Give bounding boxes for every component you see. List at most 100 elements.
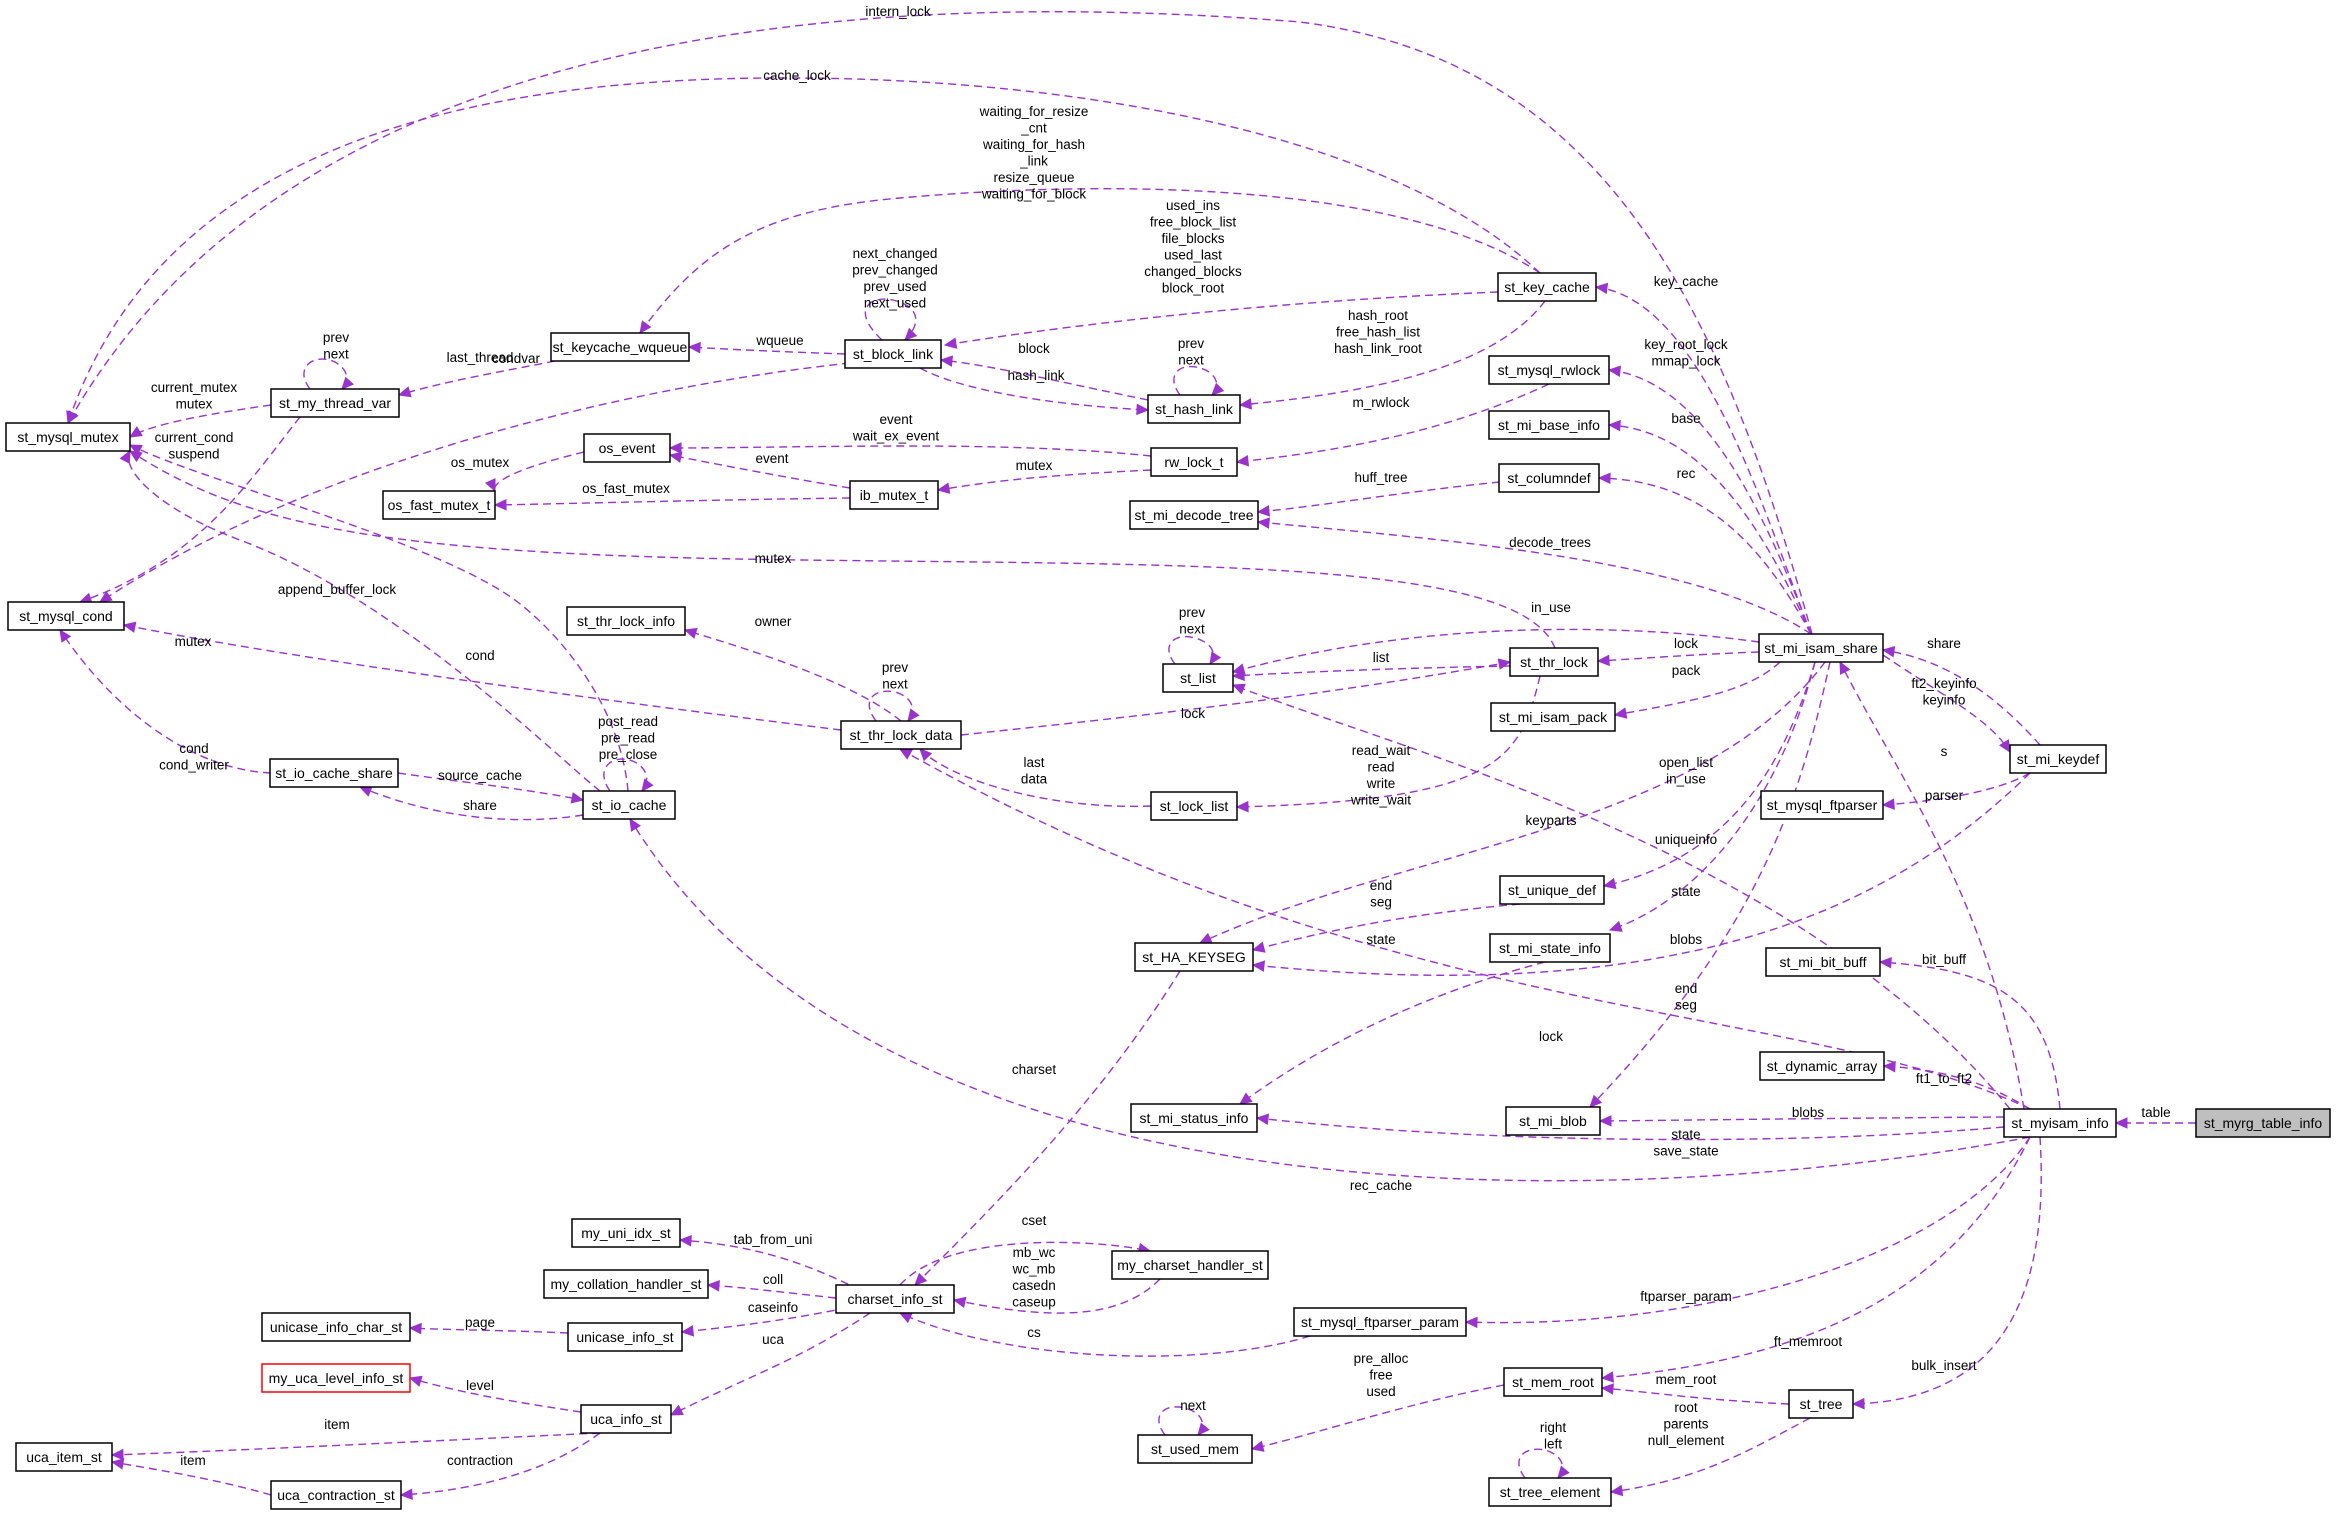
node-label: uca_contraction_st — [277, 1487, 395, 1503]
node-box — [1760, 790, 1884, 820]
node-st-block-link[interactable]: st_block_link — [844, 339, 942, 369]
node-rw-lock-t[interactable]: rw_lock_t — [1150, 447, 1238, 477]
edge-label-e_s: s — [1941, 744, 1948, 759]
node-charset-info-st[interactable]: charset_info_st — [835, 1284, 955, 1314]
edge-label-line: _cnt — [1020, 121, 1047, 136]
node-st-hash-link[interactable]: st_hash_link — [1147, 394, 1241, 424]
node-box — [566, 606, 686, 636]
edge-label-e_lock_share: lock — [1674, 636, 1698, 651]
edge-label-line: event — [879, 412, 912, 427]
node-unicase-info-st[interactable]: unicase_info_st — [567, 1322, 683, 1352]
node-st-thr-lock[interactable]: st_thr_lock — [1509, 647, 1599, 677]
node-uca-info-st[interactable]: uca_info_st — [580, 1404, 672, 1434]
node-st-used-mem[interactable]: st_used_mem — [1137, 1434, 1253, 1464]
node-st-mysql-cond[interactable]: st_mysql_cond — [7, 601, 125, 631]
node-my-uni-idx-st[interactable]: my_uni_idx_st — [571, 1218, 681, 1248]
edge-label-e_mutex_thr: mutex — [755, 551, 792, 566]
node-st-list[interactable]: st_list — [1162, 663, 1234, 693]
edge-line — [868, 690, 913, 722]
edge-line — [127, 450, 601, 792]
node-st-lock-list[interactable]: st_lock_list — [1150, 791, 1238, 821]
edge-label-line: table — [2141, 1105, 2170, 1120]
edge-arrowhead — [1878, 957, 1892, 969]
edge-line — [1597, 651, 1760, 662]
node-st-key-cache[interactable]: st_key_cache — [1497, 272, 1597, 302]
node-st-myrg-table-info[interactable]: st_myrg_table_info — [2195, 1108, 2331, 1138]
node-st-tree[interactable]: st_tree — [1788, 1389, 1854, 1419]
node-st-io-cache-share[interactable]: st_io_cache_share — [269, 758, 399, 788]
node-st-mi-keydef[interactable]: st_mi_keydef — [2009, 744, 2107, 774]
edge-label-line: free_block_list — [1150, 215, 1237, 230]
node-box — [2009, 744, 2107, 774]
node-st-myisam-info[interactable]: st_myisam_info — [2003, 1108, 2117, 1138]
edge-label-e_blobs_share: blobs — [1670, 932, 1703, 947]
node-st-mi-status-info[interactable]: st_mi_status_info — [1130, 1103, 1258, 1133]
edge-label-line: last_thread — [447, 350, 514, 365]
node-st-thr-lock-data[interactable]: st_thr_lock_data — [840, 720, 962, 750]
node-st-my-thread-var[interactable]: st_my_thread_var — [270, 388, 400, 418]
node-box — [1137, 1434, 1253, 1464]
edge-arrowhead — [629, 817, 641, 832]
node-st-thr-lock-info[interactable]: st_thr_lock_info — [566, 606, 686, 636]
node-unicase-info-char-st[interactable]: unicase_info_char_st — [261, 1312, 411, 1342]
node-st-dynamic-array[interactable]: st_dynamic_array — [1759, 1051, 1885, 1081]
node-label: st_mi_base_info — [1498, 417, 1600, 433]
edge-label-line: hash_link — [1007, 368, 1064, 383]
edge-label-line: lock — [1181, 706, 1205, 721]
node-label: st_mysql_rwlock — [1498, 362, 1602, 378]
edge-e_blobs — [1598, 1115, 2005, 1127]
node-os-fast-mutex-t[interactable]: os_fast_mutex_t — [382, 490, 496, 520]
node-st-keycache-wqueue[interactable]: st_keycache_wqueue — [550, 332, 690, 362]
edge-label-line: mem_root — [1656, 1372, 1717, 1387]
edge-label-line: write_wait — [1350, 793, 1411, 808]
node-uca-item-st[interactable]: uca_item_st — [15, 1442, 113, 1472]
node-st-mysql-ftparser-param[interactable]: st_mysql_ftparser_param — [1293, 1307, 1467, 1337]
node-my-charset-handler-st[interactable]: my_charset_handler_st — [1111, 1250, 1269, 1280]
node-box — [1488, 1477, 1612, 1507]
node-st-unique-def[interactable]: st_unique_def — [1499, 875, 1605, 905]
node-st-tree-element[interactable]: st_tree_element — [1488, 1477, 1612, 1507]
edge-label-e_pack: pack — [1672, 663, 1701, 678]
node-st-mi-isam-pack[interactable]: st_mi_isam_pack — [1490, 702, 1616, 732]
edge-e_current_mutex — [128, 404, 272, 438]
node-my-collation-handler-st[interactable]: my_collation_handler_st — [543, 1269, 709, 1299]
node-st-mi-bit-buff[interactable]: st_mi_bit_buff — [1765, 947, 1881, 977]
edge-label-e_list: list — [1373, 650, 1390, 665]
node-os-event[interactable]: os_event — [583, 433, 671, 463]
edge-arrowhead — [1197, 1422, 1210, 1436]
node-st-ha-keyseg[interactable]: st_HA_KEYSEG — [1134, 942, 1254, 972]
node-st-mi-decode-tree[interactable]: st_mi_decode_tree — [1129, 500, 1259, 530]
node-st-mem-root[interactable]: st_mem_root — [1503, 1367, 1603, 1397]
node-ib-mutex-t[interactable]: ib_mutex_t — [849, 480, 939, 510]
node-st-mysql-ftparser[interactable]: st_mysql_ftparser — [1760, 790, 1884, 820]
node-st-mi-state-info[interactable]: st_mi_state_info — [1489, 933, 1611, 963]
edge-arrowhead — [1211, 382, 1225, 396]
edge-arrowhead — [1999, 739, 2011, 754]
node-st-mysql-rwlock[interactable]: st_mysql_rwlock — [1488, 355, 1610, 385]
node-my-uca-level-info-st[interactable]: my_uca_level_info_st — [261, 1363, 411, 1393]
node-st-io-cache[interactable]: st_io_cache — [582, 790, 676, 820]
node-st-mi-isam-share[interactable]: st_mi_isam_share — [1758, 633, 1884, 663]
node-box — [1503, 1367, 1603, 1397]
edge-label-line: casedn — [1012, 1278, 1056, 1293]
node-st-mysql-mutex[interactable]: st_mysql_mutex — [5, 422, 131, 452]
edge-label-line: in_use — [1666, 772, 1706, 787]
edge-label-e_event: event — [755, 451, 788, 466]
node-st-mi-blob[interactable]: st_mi_blob — [1505, 1106, 1601, 1136]
edge-e_rec_cache — [629, 817, 2031, 1182]
node-uca-contraction-st[interactable]: uca_contraction_st — [270, 1480, 402, 1510]
node-label: my_uni_idx_st — [581, 1225, 671, 1241]
edge-label-line: decode_trees — [1509, 535, 1591, 550]
edge-line — [1608, 369, 1812, 635]
node-st-columndef[interactable]: st_columndef — [1498, 463, 1600, 493]
edge-label-e_cset: cset — [1022, 1213, 1047, 1228]
edge-line — [1595, 286, 1812, 635]
edge-label-line: share — [1927, 636, 1961, 651]
node-st-mi-base-info[interactable]: st_mi_base_info — [1488, 410, 1610, 440]
